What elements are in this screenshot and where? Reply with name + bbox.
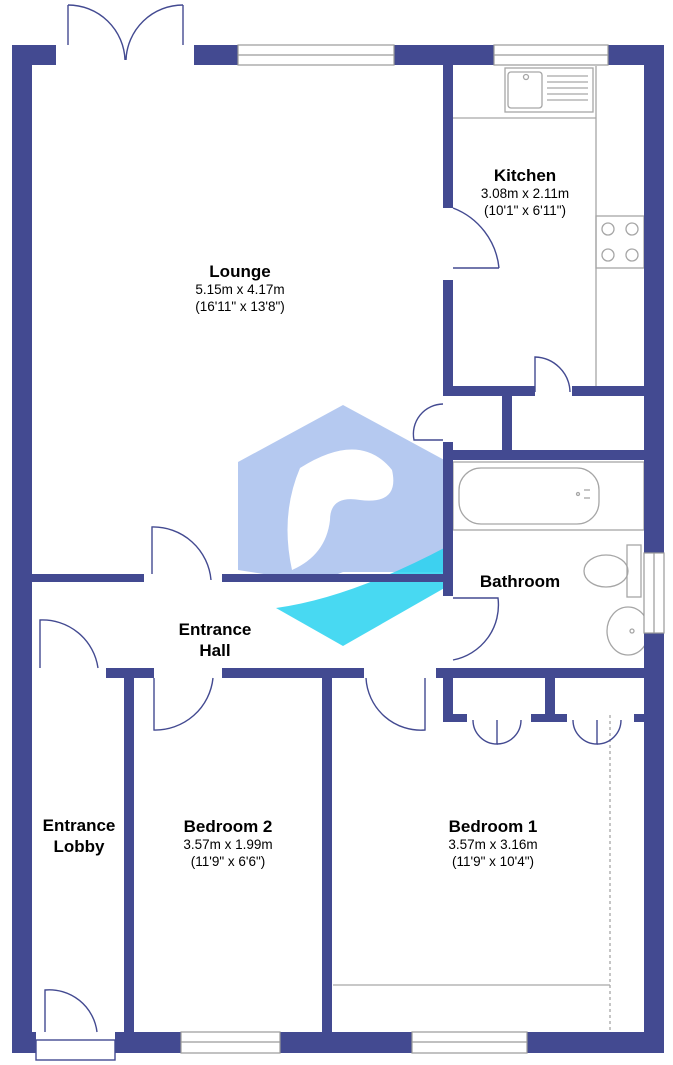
bedroom1-name: Bedroom 1 <box>448 817 538 836</box>
doors <box>35 4 622 1061</box>
bath-icon <box>452 461 645 531</box>
bedroom2-name: Bedroom 2 <box>183 817 273 836</box>
bedroom1-metric: 3.57m x 3.16m <box>448 837 538 853</box>
toilet-icon <box>583 544 642 598</box>
lobby-name-line1: Entrance <box>42 816 116 835</box>
entrance-lobby-label: Entrance Lobby <box>33 815 125 858</box>
walls <box>12 45 664 1053</box>
kitchen-label: Kitchen 3.08m x 2.11m (10'1" x 6'11") <box>458 165 592 220</box>
windows <box>180 44 665 1054</box>
kitchen-imperial: (10'1" x 6'11") <box>483 203 567 219</box>
bedroom1-imperial: (11'9" x 10'4") <box>451 854 535 870</box>
bedroom2-metric: 3.57m x 1.99m <box>183 837 273 853</box>
lounge-label: Lounge 5.15m x 4.17m (16'11" x 13'8") <box>160 261 320 316</box>
hob-icon <box>595 215 645 269</box>
lounge-name: Lounge <box>209 262 271 281</box>
basin-icon <box>606 606 650 656</box>
sink-icon <box>504 67 594 113</box>
watermark-logo-icon <box>238 405 448 646</box>
bathroom-name: Bathroom <box>479 572 561 591</box>
hall-name-line1: Entrance <box>178 620 252 639</box>
bedroom2-imperial: (11'9" x 6'6") <box>190 854 266 870</box>
bedroom2-label: Bedroom 2 3.57m x 1.99m (11'9" x 6'6") <box>153 816 303 871</box>
bathroom-label: Bathroom <box>468 571 572 592</box>
kitchen-metric: 3.08m x 2.11m <box>480 186 570 202</box>
lobby-name-line2: Lobby <box>53 837 105 857</box>
lounge-imperial: (16'11" x 13'8") <box>195 299 285 315</box>
hall-name-line2: Hall <box>199 641 231 661</box>
entrance-hall-label: Entrance Hall <box>160 619 270 662</box>
kitchen-name: Kitchen <box>493 166 557 185</box>
bedroom1-label: Bedroom 1 3.57m x 3.16m (11'9" x 10'4") <box>418 816 568 871</box>
lounge-metric: 5.15m x 4.17m <box>195 282 285 298</box>
